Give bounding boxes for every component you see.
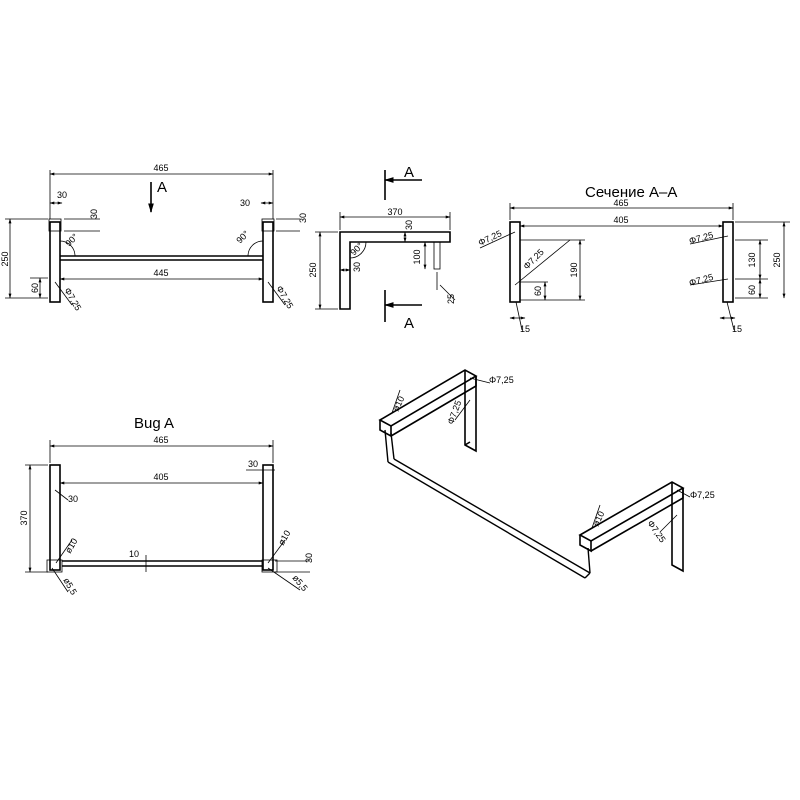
dim-30-top: 30: [404, 220, 414, 230]
top-dim-465: 465: [153, 435, 168, 445]
dim-250: 250: [0, 251, 10, 266]
dim-370: 370: [387, 207, 402, 217]
top-dim-370: 370: [19, 510, 29, 525]
section-view: Сечение А–А 465 405 Φ7,25 Φ7,25 190 60 1…: [477, 184, 790, 334]
dim-60: 60: [30, 283, 40, 293]
top-right-rail: [262, 464, 274, 571]
cut-label-top: A: [404, 164, 414, 181]
section-left-post: [509, 221, 521, 303]
isometric-view: ø10 Φ7,25 Φ7,25 ø10 Φ7,25 Φ7,25: [378, 369, 715, 579]
angle-left: 90°: [63, 231, 80, 248]
top-dim-30-top: 30: [248, 459, 258, 469]
angle-right: 90°: [234, 228, 251, 245]
top-dim-10-left: ø10: [63, 537, 79, 555]
view-arrow-label: A: [157, 179, 167, 196]
iso-hole-left-top: Φ7,25: [489, 375, 514, 385]
cut-label-bottom: A: [404, 315, 414, 332]
hole-right-label: Φ7,25: [274, 284, 295, 310]
section-dim-190: 190: [569, 262, 579, 277]
top-dim-30-mid: 30: [68, 494, 78, 504]
section-dim-250: 250: [772, 252, 782, 267]
iso-left-top-arm: [378, 369, 478, 427]
top-dim-55-right: ø5,5: [290, 573, 309, 593]
dim-30-side-left: 30: [89, 209, 99, 219]
iso-bar-down-left: [384, 429, 389, 463]
iso-hole-right-mid: Φ7,25: [645, 518, 667, 544]
section-dim-15-left: 15: [520, 324, 530, 334]
section-title: Сечение А–А: [585, 184, 677, 201]
iso-bar-left-label: ø10: [391, 395, 407, 413]
section-dim-405: 405: [613, 215, 628, 225]
left-angle-arc: [59, 240, 76, 257]
l-frame: [339, 231, 451, 310]
hole-left-label: Φ7,25: [62, 286, 83, 312]
section-dim-15-right: 15: [732, 324, 742, 334]
iso-bar-main: [387, 461, 586, 579]
pin: [433, 241, 441, 270]
right-angle-arc: [247, 240, 264, 257]
front-view: 465 30 30 30 30 90° 90° 250 60 Φ7,25 Φ7,…: [0, 163, 308, 312]
side-angle: 90°: [348, 240, 365, 257]
left-post-cap: [48, 218, 62, 232]
section-hole-ml: Φ7,25: [521, 247, 546, 272]
top-view: Bug A 465 405 30 30 370 ø10 ø10 1: [19, 415, 314, 597]
top-dim-405: 405: [153, 472, 168, 482]
top-dim-10-right: ø10: [276, 529, 292, 547]
dim-30-side-right: 30: [298, 213, 308, 223]
top-left-rail: [49, 464, 61, 571]
dim-445: 445: [153, 268, 168, 278]
side-dim-250: 250: [308, 262, 318, 277]
section-hole-tr: Φ7,25: [688, 230, 714, 246]
top-dim-10-bar: 10: [129, 549, 139, 559]
dim-465: 465: [153, 163, 168, 173]
dim-100: 100: [412, 249, 422, 264]
dim-30-right: 30: [240, 198, 250, 208]
right-post-cap: [261, 218, 275, 232]
side-view: 370 30 30 90° 100 250 25 A A: [308, 164, 456, 332]
top-dim-30-right: 30: [304, 553, 314, 563]
section-hole-mr: Φ7,25: [688, 272, 714, 288]
iso-bar-right-label: ø10: [591, 510, 607, 528]
left-post: [49, 221, 61, 303]
dim-25: 25: [446, 294, 456, 304]
right-post: [262, 221, 274, 303]
iso-hole-right-top: Φ7,25: [690, 490, 715, 500]
section-hole-tl: Φ7,25: [477, 228, 504, 248]
top-view-title: Bug A: [134, 415, 174, 432]
iso-right-leg: [671, 482, 684, 573]
section-dim-60-right: 60: [747, 285, 757, 295]
iso-left-leg: [464, 370, 477, 453]
section-dim-130: 130: [747, 252, 757, 267]
section-right-post: [722, 221, 734, 303]
section-dim-465: 465: [613, 198, 628, 208]
section-dim-60-left: 60: [533, 286, 543, 296]
dim-30-inner: 30: [352, 262, 362, 272]
dim-30-left: 30: [57, 190, 67, 200]
